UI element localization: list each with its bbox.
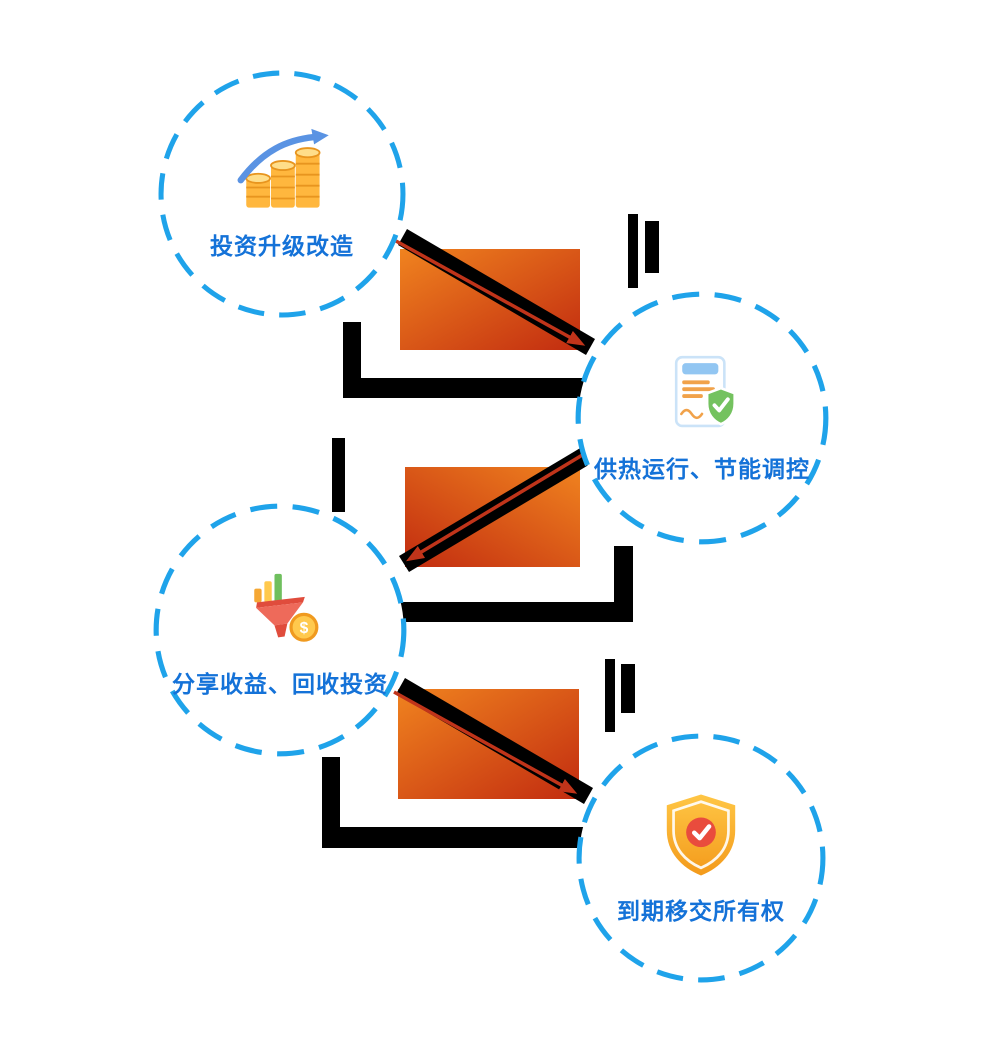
arrow-direction-line	[406, 449, 590, 562]
arrow-corner-bracket-horizontal	[398, 602, 633, 622]
node-label: 投资升级改造	[210, 233, 354, 259]
document-shield-icon	[674, 355, 736, 428]
node-label: 到期移交所有权	[617, 898, 785, 924]
arrow-tick-bar	[605, 659, 615, 732]
funnel-revenue-icon: $	[254, 573, 319, 642]
node-label: 分享收益、回收投资	[172, 671, 388, 697]
arrow-direction-line	[395, 239, 586, 346]
arrow-direction-line	[393, 690, 578, 794]
node-operate: 供热运行、节能调控	[573, 289, 831, 547]
arrow-black-band	[396, 678, 593, 804]
node-invest: 投资升级改造	[156, 68, 408, 320]
flow-arrow-3	[322, 659, 635, 848]
arrow-corner-bracket-vertical	[322, 757, 340, 847]
arrow-tick-bar	[645, 221, 659, 273]
arrow-tick-bar	[621, 664, 635, 713]
arrow-corner-bracket-horizontal	[343, 378, 596, 398]
node-label: 供热运行、节能调控	[594, 456, 810, 482]
arrow-tick-bar	[628, 214, 638, 288]
flow-arrow-1	[343, 214, 659, 398]
coin-stack-growth-icon	[237, 128, 329, 208]
dollar-symbol: $	[300, 620, 309, 637]
arrow-tick-bar	[332, 438, 345, 512]
node-transfer: 到期移交所有权	[574, 731, 828, 985]
ownership-shield-icon	[666, 794, 736, 876]
node-returns: $ 分享收益、回收投资	[151, 501, 409, 759]
flow-arrow-2	[332, 438, 633, 622]
arrow-corner-bracket-horizontal	[322, 827, 598, 848]
